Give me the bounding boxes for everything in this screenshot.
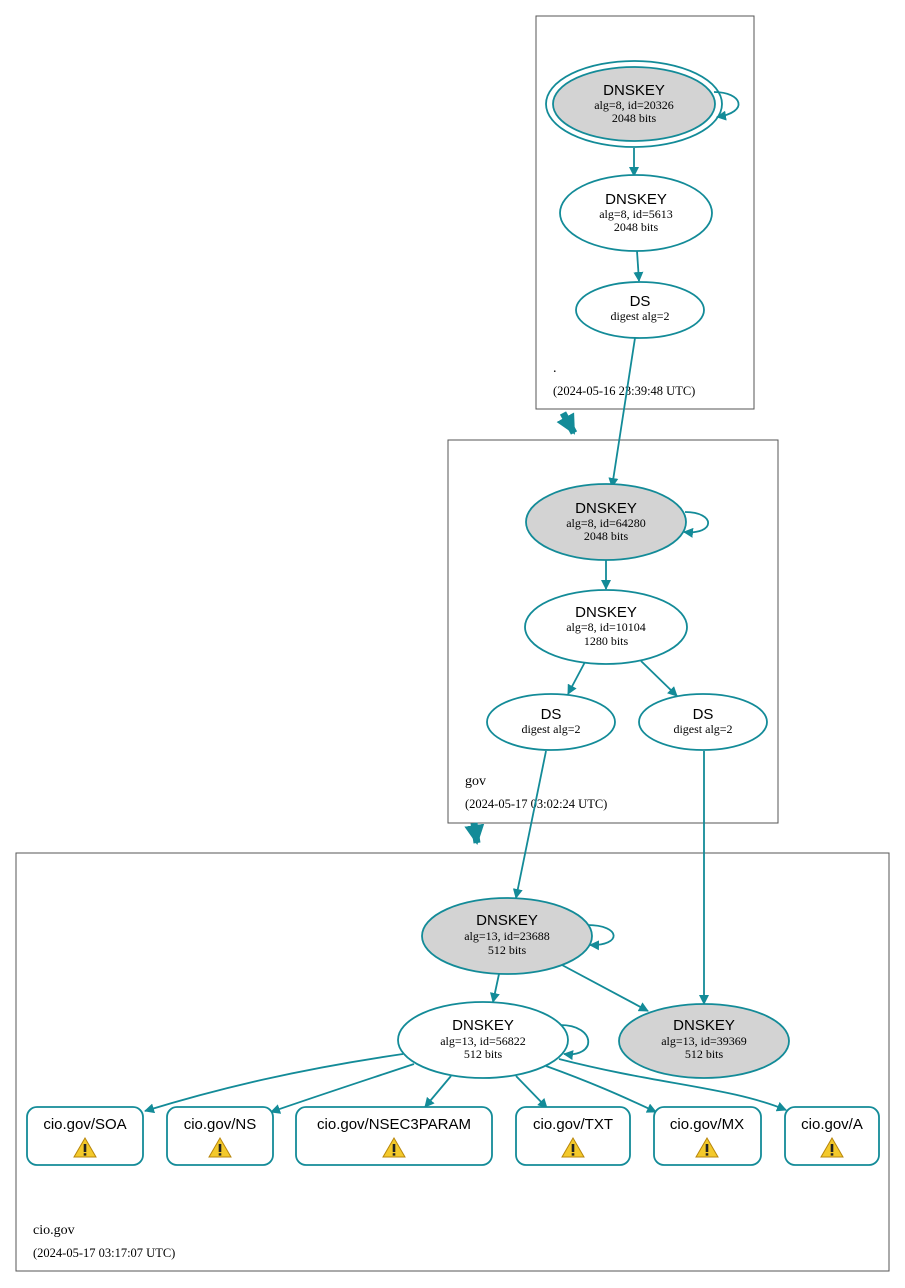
node-title: DS [630, 293, 651, 310]
zone-gov-box [447, 439, 779, 824]
delegation-arrow-gov-cio [464, 822, 485, 845]
edge-zsk-nsec3param [424, 1075, 452, 1108]
zone-root-name: . [553, 361, 557, 376]
node-line2: 512 bits [685, 1047, 724, 1061]
node-gov-ksk[interactable]: DNSKEY alg=8, id=64280 2048 bits [525, 483, 687, 561]
rrset-label: cio.gov/NSEC3PARAM [317, 1116, 471, 1133]
node-title: DNSKEY [603, 82, 665, 99]
node-title: DNSKEY [575, 604, 637, 621]
rrset-soa[interactable]: cio.gov/SOA [26, 1106, 144, 1166]
rrset-txt[interactable]: cio.gov/TXT [515, 1106, 631, 1166]
edge-gov-zsk-ds1 [567, 661, 586, 695]
node-line1: digest alg=2 [610, 309, 669, 323]
node-title: DNSKEY [452, 1017, 514, 1034]
node-line2: 2048 bits [614, 220, 659, 234]
rrset-label: cio.gov/NS [184, 1116, 257, 1133]
delegation-arrow-root-gov [556, 411, 578, 435]
zone-cio-name: cio.gov [33, 1223, 75, 1238]
self-loop-cio-ksk [586, 924, 615, 951]
node-line1: alg=13, id=23688 [464, 929, 550, 943]
node-line2: 512 bits [464, 1047, 503, 1061]
node-line1: alg=8, id=5613 [599, 207, 673, 221]
zone-gov-timestamp: (2024-05-17 03:02:24 UTC) [465, 797, 607, 811]
node-line2: 512 bits [488, 943, 527, 957]
rrset-label: cio.gov/MX [670, 1116, 744, 1133]
node-line1: digest alg=2 [521, 722, 580, 736]
node-line2: 2048 bits [612, 111, 657, 125]
node-root-zsk[interactable]: DNSKEY alg=8, id=5613 2048 bits [559, 174, 713, 252]
node-line1: alg=13, id=39369 [661, 1034, 747, 1048]
edge-cio-ksk-ksk2 [561, 964, 649, 1012]
edge-root-zsk-ds [633, 250, 644, 282]
edge-zsk-txt [515, 1075, 548, 1109]
node-line1: alg=13, id=56822 [440, 1034, 526, 1048]
node-title: DNSKEY [673, 1017, 735, 1034]
rrset-mx[interactable]: cio.gov/MX [653, 1106, 762, 1166]
rrset-ns[interactable]: cio.gov/NS [166, 1106, 274, 1166]
node-title: DNSKEY [476, 912, 538, 929]
node-cio-ksk2[interactable]: DNSKEY alg=13, id=39369 512 bits [618, 1003, 790, 1079]
edge-zsk-mx [545, 1065, 657, 1113]
node-gov-zsk[interactable]: DNSKEY alg=8, id=10104 1280 bits [524, 589, 688, 665]
node-line1: alg=8, id=20326 [594, 98, 674, 112]
node-title: DNSKEY [605, 191, 667, 208]
self-loop-gov-ksk [683, 511, 709, 538]
zone-root-timestamp: (2024-05-16 23:39:48 UTC) [553, 384, 695, 398]
node-line1: alg=8, id=10104 [566, 620, 646, 634]
edge-gov-ds1-cio-ksk [512, 750, 547, 899]
edge-cio-ksk-zsk [489, 973, 500, 1003]
node-cio-zsk[interactable]: DNSKEY alg=13, id=56822 512 bits [397, 1001, 569, 1079]
node-line1: digest alg=2 [673, 722, 732, 736]
zone-cio-timestamp: (2024-05-17 03:17:07 UTC) [33, 1246, 175, 1260]
node-line1: alg=8, id=64280 [566, 516, 646, 530]
self-loop-cio-zsk [559, 1024, 590, 1061]
edge-zsk-ns [270, 1063, 415, 1114]
node-line2: 1280 bits [584, 634, 629, 648]
zone-cio-box [15, 852, 890, 1272]
edge-root-ds-gov-ksk [608, 337, 636, 488]
zone-gov-name: gov [465, 774, 486, 789]
node-title: DS [541, 706, 562, 723]
node-title: DNSKEY [575, 500, 637, 517]
node-gov-ds-2[interactable]: DS digest alg=2 [638, 693, 768, 751]
node-gov-ds-1[interactable]: DS digest alg=2 [486, 693, 616, 751]
node-root-ksk[interactable]: DNSKEY alg=8, id=20326 2048 bits [545, 60, 723, 148]
rrset-nsec3param[interactable]: cio.gov/NSEC3PARAM [295, 1106, 493, 1166]
edge-gov-zsk-ds2 [640, 660, 678, 697]
node-line2: 2048 bits [584, 529, 629, 543]
rrset-label: cio.gov/TXT [533, 1116, 613, 1133]
edge-zsk-soa [144, 1053, 404, 1114]
rrset-a[interactable]: cio.gov/A [784, 1106, 880, 1166]
rrset-label: cio.gov/A [801, 1116, 863, 1133]
node-title: DS [693, 706, 714, 723]
edge-zsk-a [558, 1058, 787, 1112]
node-root-ds[interactable]: DS digest alg=2 [575, 281, 705, 339]
self-loop-root-ksk [713, 91, 740, 121]
rrset-label: cio.gov/SOA [43, 1116, 126, 1133]
node-cio-ksk[interactable]: DNSKEY alg=13, id=23688 512 bits [421, 897, 593, 975]
zone-root-box [535, 15, 755, 410]
